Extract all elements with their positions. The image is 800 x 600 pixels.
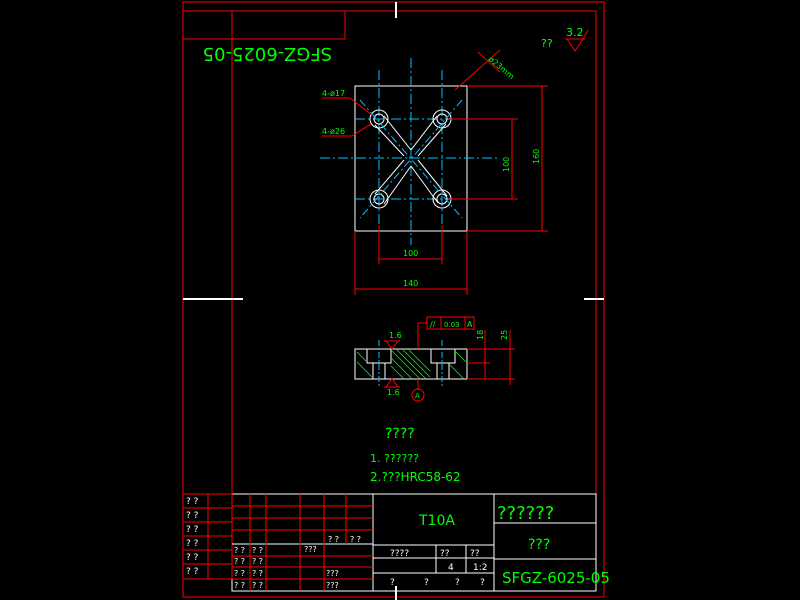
value-qty: 4 (448, 563, 454, 573)
tb-cell: ? ? (186, 511, 199, 521)
dim-inner-w: 100 (403, 249, 418, 258)
hatching (356, 349, 467, 380)
tb-cell: ? (390, 578, 395, 588)
tolerance-symbol: // (430, 320, 436, 329)
company: ??? (528, 537, 550, 553)
slot-line (410, 115, 438, 151)
header-qty: ???? (390, 549, 409, 559)
roughness-value: 3.2 (566, 26, 584, 39)
tb-cell: ? ? (234, 546, 245, 555)
slot-line (374, 159, 405, 195)
roughness-prefix: ?? (541, 37, 553, 50)
tb-cell: ? (424, 578, 429, 588)
tb-cell: ? ? (186, 497, 199, 507)
drawing-number: SFGZ-6025-05 (502, 569, 610, 587)
dim-18: 18 (476, 330, 485, 340)
material: T10A (418, 513, 455, 529)
revision-grid (232, 494, 373, 591)
diag-dim-line (477, 51, 501, 73)
mirror-title-box (182, 10, 346, 40)
roughness-symbol-icon (384, 378, 400, 388)
leader-line (351, 123, 372, 137)
tb-cell: ? (455, 578, 460, 588)
plan-view: 4-ø17 4-ø26 ø23mm 100 140 100 160 (320, 49, 548, 295)
tb-cell: ? ? (252, 581, 263, 590)
tolerance-datum: A (467, 320, 473, 329)
header-weight: ?? (440, 549, 450, 559)
revision-labels: ? ? ? ? ??? ? ? ? ? ? ? ? ? ? ? ? ? ??? … (234, 535, 361, 590)
slot-line (417, 159, 448, 197)
hole-inner-tl (373, 113, 385, 125)
tb-cell: ? ? (186, 525, 199, 535)
dim-outer-h: 160 (532, 149, 541, 164)
tb-cell: ? ? (252, 546, 263, 555)
counterbore-right (430, 348, 456, 364)
dim-25: 25 (500, 330, 509, 340)
slot-line (417, 123, 447, 157)
diag-dim-text: ø23mm (487, 55, 516, 82)
notes-line-2: 2.???HRC58-62 (370, 470, 461, 484)
hole-inner-tr (436, 113, 448, 125)
hole-inner-bl (373, 193, 385, 205)
datum-label: A (415, 392, 420, 400)
tolerance-value: 0.03 (444, 321, 460, 329)
tb-cell: ? ? (328, 535, 339, 544)
left-strip-labels: ? ? ? ? ? ? ? ? ? ? ? ? (186, 497, 199, 577)
tb-cell: ? ? (186, 539, 199, 549)
tb-cell: ? ? (186, 567, 199, 577)
tb-cell: ??? (326, 581, 339, 590)
slot-line (410, 165, 439, 204)
part-name: ?????? (497, 503, 554, 524)
hole-inner-br (436, 193, 448, 205)
slot-line (383, 165, 412, 205)
tb-cell: ??? (326, 569, 339, 578)
left-strip (182, 493, 233, 580)
dim-inner-h: 100 (502, 157, 511, 172)
tb-cell: ? ? (252, 557, 263, 566)
notes-line-1: 1. ?????? (370, 452, 419, 465)
hole-small-label: 4-ø17 (322, 89, 345, 98)
tb-cell: ? ? (234, 557, 245, 566)
diag-dim-line (454, 49, 501, 91)
tb-cell: ? ? (186, 553, 199, 563)
rough-top-value: 1.6 (389, 331, 402, 340)
slot-line (383, 115, 412, 151)
tb-cell: ? ? (350, 535, 361, 544)
tb-cell: ? ? (234, 569, 245, 578)
mirror-drawing-number: SFGZ-6025-05 (203, 43, 332, 64)
tb-cell: ? ? (234, 581, 245, 590)
roughness-symbol-icon (565, 29, 589, 52)
tb-cell: ??? (304, 545, 317, 554)
dim-outer-w: 140 (403, 279, 418, 288)
value-scale: 1:2 (473, 563, 487, 573)
diag-centerline (359, 99, 463, 219)
header-scale: ?? (470, 549, 480, 559)
diag-centerline (359, 99, 463, 219)
leader-line (349, 97, 373, 116)
tb-cell: ? ? (252, 569, 263, 578)
notes-title: ???? (385, 426, 415, 442)
hole-right (436, 362, 450, 380)
hole-outer-tl (369, 109, 389, 129)
rough-bottom-value: 1.6 (387, 388, 400, 397)
hole-large-label: 4-ø26 (322, 127, 345, 136)
section-outline (354, 348, 468, 380)
tb-cell: ? (480, 578, 485, 588)
section-view: 1.6 1.6 // 0.03 A A 18 25 (354, 316, 515, 402)
roughness-symbol-icon (384, 340, 400, 350)
datum-circle (411, 388, 425, 402)
slot-line (374, 124, 405, 157)
